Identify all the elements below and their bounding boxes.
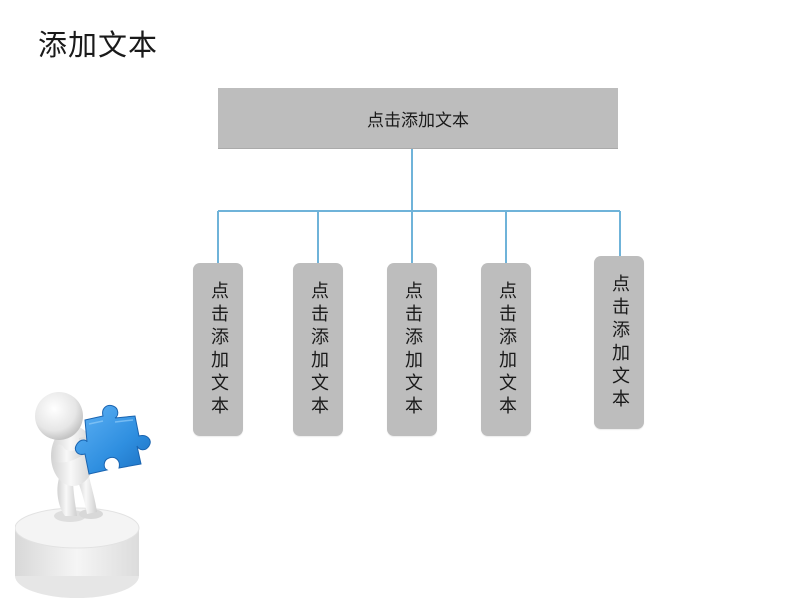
child-node-label: 点击添加文本 (402, 280, 423, 419)
child-node-label: 点击添加文本 (609, 273, 630, 412)
child-node-label: 点击添加文本 (308, 280, 329, 419)
child-node-label: 点击添加文本 (496, 280, 517, 419)
child-node-2[interactable]: 点击添加文本 (293, 263, 343, 436)
child-node-3[interactable]: 点击添加文本 (387, 263, 437, 436)
child-node-4[interactable]: 点击添加文本 (481, 263, 531, 436)
root-node-label: 点击添加文本 (367, 110, 469, 131)
slide-title: 添加文本 (38, 28, 159, 62)
root-node[interactable]: 点击添加文本 (218, 88, 618, 149)
child-node-1[interactable]: 点击添加文本 (193, 263, 243, 436)
child-node-label: 点击添加文本 (208, 280, 229, 419)
person-holding-puzzle-piece-icon (15, 392, 151, 598)
child-node-5[interactable]: 点击添加文本 (594, 256, 644, 429)
